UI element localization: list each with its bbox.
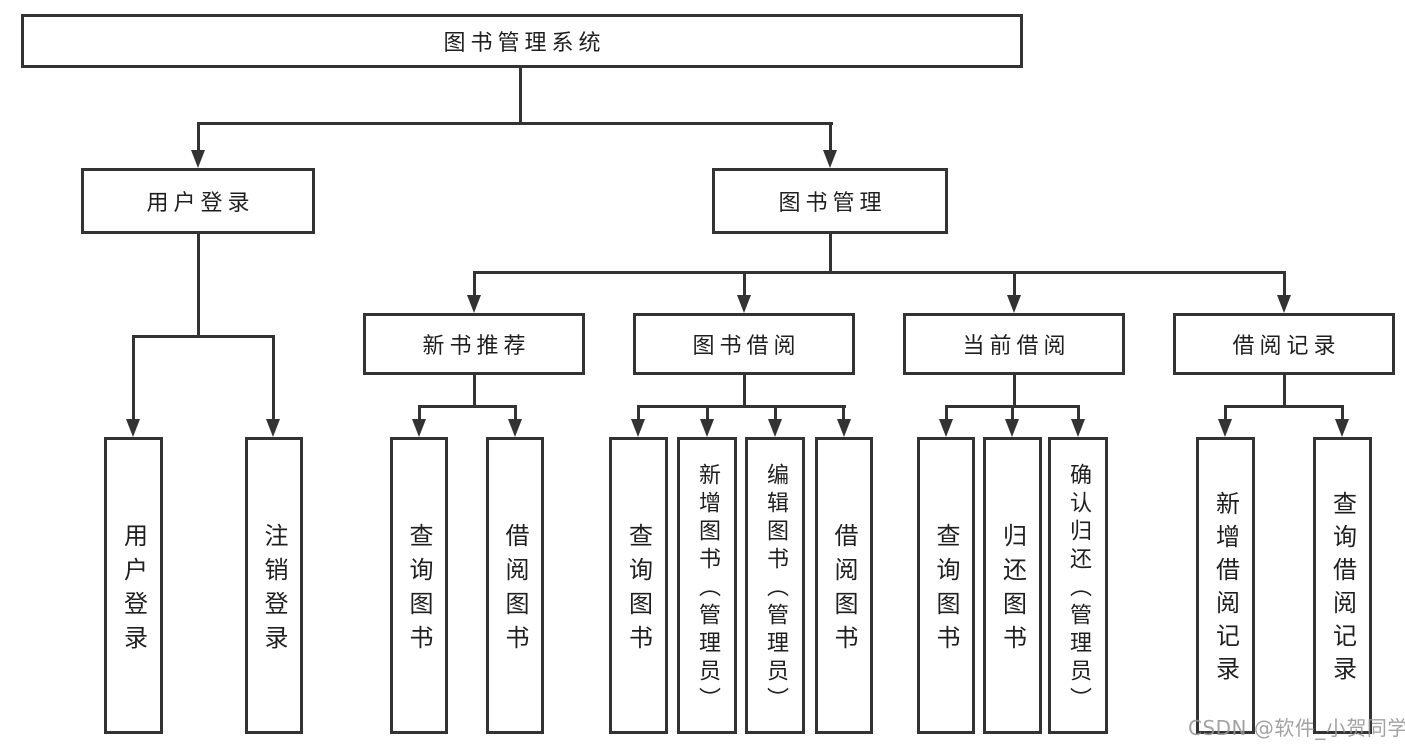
connector-line <box>842 408 845 421</box>
leaf-borrow-books-recommend: 借阅图书 <box>486 437 544 734</box>
arrow-down-icon <box>1005 419 1019 437</box>
arrow-down-icon <box>1335 419 1349 437</box>
leaf-label: 查询借阅记录 <box>1328 491 1357 689</box>
connector-line <box>197 125 200 152</box>
connector-line <box>774 408 777 421</box>
watermark: CSDN @软件_小贺同学 <box>1188 716 1405 740</box>
leaf-query-books-borrowing: 查询图书 <box>609 437 668 734</box>
connector-line <box>132 335 275 338</box>
node-user-login: 用户登录 <box>81 168 315 234</box>
arrow-down-icon <box>191 150 205 168</box>
connector-line <box>473 274 476 296</box>
node-borrowing-records: 借阅记录 <box>1173 313 1395 375</box>
connector-line <box>473 375 476 408</box>
leaf-label: 注销登录 <box>260 522 288 659</box>
connector-line <box>1224 405 1344 408</box>
connector-line <box>418 408 421 421</box>
leaf-return-books: 归还图书 <box>983 437 1042 734</box>
arrow-down-icon <box>631 419 645 437</box>
connector-line <box>1013 375 1016 408</box>
arrow-down-icon <box>467 295 481 313</box>
arrow-down-icon <box>1277 295 1291 313</box>
node-book-management: 图书管理 <box>712 168 948 234</box>
connector-line <box>514 408 517 421</box>
connector-line <box>743 274 746 296</box>
arrow-down-icon <box>1218 419 1232 437</box>
connector-line <box>829 125 832 152</box>
connector-line <box>706 408 709 421</box>
leaf-label: 借阅图书 <box>501 522 529 659</box>
connector-line <box>945 405 1080 408</box>
leaf-query-books-current: 查询图书 <box>917 437 975 734</box>
arrow-down-icon <box>1071 419 1085 437</box>
connector-line <box>743 375 746 408</box>
arrow-down-icon <box>737 295 751 313</box>
leaf-user-login: 用户登录 <box>104 437 163 734</box>
arrow-down-icon <box>126 419 140 437</box>
connector-line <box>1011 408 1014 421</box>
connector-line <box>418 405 517 408</box>
leaf-label: 确认归还（管理员） <box>1066 462 1091 715</box>
leaf-label: 借阅图书 <box>830 522 858 659</box>
leaf-borrow-books: 借阅图书 <box>815 437 873 734</box>
connector-line <box>519 68 522 124</box>
connector-line <box>829 234 832 274</box>
connector-line <box>272 338 275 420</box>
node-new-book-recommend: 新书推荐 <box>363 313 585 375</box>
arrow-down-icon <box>1007 295 1021 313</box>
connector-line <box>1341 408 1344 421</box>
connector-line <box>1224 408 1227 421</box>
connector-line <box>1283 274 1286 296</box>
arrow-down-icon <box>823 150 837 168</box>
node-library-management-system: 图书管理系统 <box>21 14 1023 68</box>
connector-line <box>197 122 833 125</box>
connector-line <box>1013 274 1016 296</box>
leaf-add-borrow-record: 新增借阅记录 <box>1196 437 1255 734</box>
connector-line <box>473 271 1286 274</box>
connector-line <box>132 338 135 420</box>
leaf-label: 用户登录 <box>119 522 148 659</box>
leaf-label: 编辑图书（管理员） <box>763 462 788 715</box>
arrow-down-icon <box>508 419 522 437</box>
connector-line <box>197 234 200 338</box>
leaf-add-books-admin: 新增图书（管理员） <box>677 437 737 734</box>
leaf-logout: 注销登录 <box>245 437 303 734</box>
arrow-down-icon <box>768 419 782 437</box>
connector-line <box>1283 375 1286 408</box>
node-book-borrowing: 图书借阅 <box>633 313 855 375</box>
leaf-label: 新增图书（管理员） <box>695 462 720 715</box>
leaf-edit-books-admin: 编辑图书（管理员） <box>745 437 805 734</box>
connector-line <box>637 405 846 408</box>
leaf-label: 查询图书 <box>932 522 960 659</box>
connector-line <box>945 408 948 421</box>
node-current-borrowing: 当前借阅 <box>903 313 1125 375</box>
arrow-down-icon <box>837 419 851 437</box>
leaf-label: 查询图书 <box>405 522 433 659</box>
connector-line <box>637 408 640 421</box>
leaf-label: 归还图书 <box>998 522 1027 659</box>
arrow-down-icon <box>412 419 426 437</box>
leaf-query-borrow-record: 查询借阅记录 <box>1313 437 1372 734</box>
arrow-down-icon <box>939 419 953 437</box>
arrow-down-icon <box>700 419 714 437</box>
leaf-query-books-recommend: 查询图书 <box>390 437 448 734</box>
leaf-label: 新增借阅记录 <box>1211 491 1240 689</box>
leaf-confirm-return-admin: 确认归还（管理员） <box>1048 437 1108 734</box>
connector-line <box>1077 408 1080 421</box>
arrow-down-icon <box>266 419 280 437</box>
leaf-label: 查询图书 <box>624 522 653 659</box>
